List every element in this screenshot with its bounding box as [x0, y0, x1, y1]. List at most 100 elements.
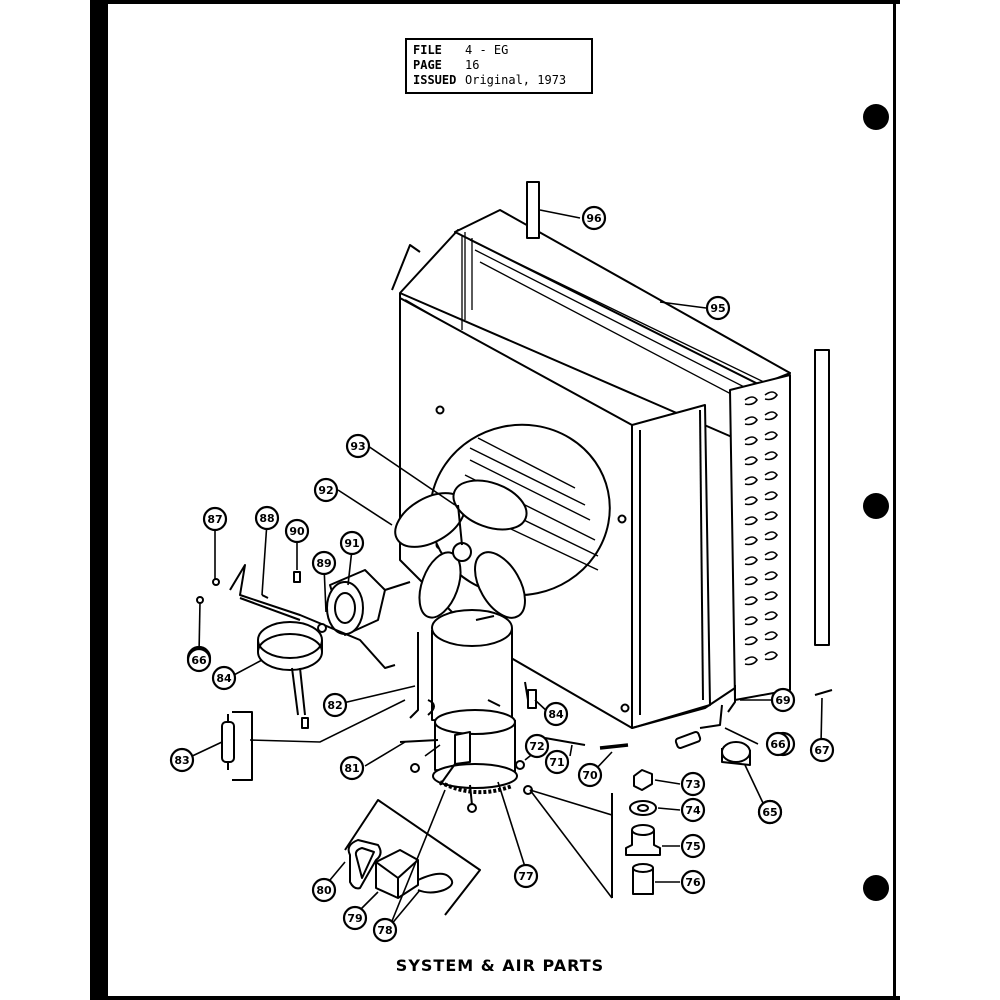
- page-border-right: [893, 0, 896, 1000]
- callout-number: 66: [191, 654, 207, 667]
- callout-circle: [311, 877, 337, 903]
- seal-strip-side: [814, 349, 830, 646]
- diagram-caption: SYSTEM & AIR PARTS: [395, 956, 605, 975]
- callout-circle: [680, 771, 706, 797]
- callout-66: 66: [186, 647, 212, 673]
- callout-number: 71: [549, 756, 564, 769]
- fan-blade: [394, 479, 528, 619]
- seal-strip-top: [526, 181, 540, 239]
- condenser-coil: [729, 374, 791, 701]
- callout-number: 65: [762, 806, 777, 819]
- callout-circle: [339, 530, 365, 556]
- file-value: 4 - EG: [465, 43, 509, 57]
- page-border-bottom: [90, 996, 900, 1000]
- callout-circle: [770, 687, 796, 713]
- file-info-box: FILE 4 - EG PAGE 16 ISSUED Original, 1973: [405, 38, 593, 94]
- callout-66-secondary: 66: [765, 731, 791, 757]
- binder-hole-icon: [863, 875, 889, 901]
- refrigerant-tubing: [524, 681, 833, 750]
- callout-92: 92: [313, 477, 339, 503]
- callout-81: 81: [339, 755, 365, 781]
- callout-layer: 9695939291908988878684838281807978777675…: [169, 205, 835, 943]
- callout-89: 89: [311, 550, 337, 576]
- callout-number: 70: [582, 769, 598, 782]
- callout-78: 78: [372, 917, 398, 943]
- callout-87: 87: [202, 506, 228, 532]
- callout-circle: [765, 731, 791, 757]
- callout-number: 67: [814, 744, 829, 757]
- callout-circle: [680, 797, 706, 823]
- callout-number: 91: [344, 537, 359, 550]
- callout-91: 91: [339, 530, 365, 556]
- callout-80: 80: [311, 877, 337, 903]
- callout-69: 69: [770, 687, 796, 713]
- page-label: PAGE: [413, 58, 442, 72]
- callout-circle: [284, 518, 310, 544]
- page-value: 16: [465, 58, 480, 72]
- issued-value: Original, 1973: [465, 73, 567, 87]
- callout-76: 76: [680, 869, 706, 895]
- callout-67: 67: [809, 737, 835, 763]
- callout-circle: [342, 905, 368, 931]
- callout-circle: [581, 205, 607, 231]
- callout-number: 83: [174, 754, 189, 767]
- callout-circle: [513, 863, 539, 889]
- callout-75: 75: [680, 833, 706, 859]
- callout-circle: [544, 749, 570, 775]
- callout-79: 79: [342, 905, 368, 931]
- callout-number: 84: [216, 672, 232, 685]
- callout-73: 73: [680, 771, 706, 797]
- callout-number: 73: [685, 778, 700, 791]
- issued-label: ISSUED: [413, 73, 457, 87]
- callout-number: 89: [316, 557, 331, 570]
- callout-90: 90: [284, 518, 310, 544]
- capacitor: [221, 711, 253, 781]
- callout-88: 88: [254, 505, 280, 531]
- pressure-control: [721, 741, 751, 766]
- callout-74: 74: [680, 797, 706, 823]
- callout-number: 82: [327, 699, 342, 712]
- callout-number: 92: [318, 484, 333, 497]
- callout-77: 77: [513, 863, 539, 889]
- callout-circle: [372, 917, 398, 943]
- callout-circle: [577, 762, 603, 788]
- callout-circle: [169, 747, 195, 773]
- callout-circle: [211, 665, 237, 691]
- callout-71: 71: [544, 749, 570, 775]
- callout-circle: [313, 477, 339, 503]
- callout-circle: [254, 505, 280, 531]
- callout-83: 83: [169, 747, 195, 773]
- mounting-hardware: [611, 769, 661, 898]
- compressor: [399, 609, 533, 813]
- callout-circle: [311, 550, 337, 576]
- file-label: FILE: [413, 43, 442, 57]
- callout-circle: [543, 701, 569, 727]
- callout-number: 96: [586, 212, 602, 225]
- callout-circle: [680, 833, 706, 859]
- binder-hole-icon: [863, 104, 889, 130]
- callout-circle: [345, 433, 371, 459]
- callout-number: 78: [377, 924, 392, 937]
- motor-mount-bracket: [229, 564, 396, 716]
- callout-number: 84: [548, 708, 564, 721]
- callout-circle: [186, 647, 212, 673]
- callout-84-secondary: 84: [543, 701, 569, 727]
- callout-circle: [705, 295, 731, 321]
- page-border-top: [90, 0, 900, 4]
- callout-93: 93: [345, 433, 371, 459]
- callout-circle: [322, 692, 348, 718]
- callout-number: 90: [289, 525, 305, 538]
- callout-circle: [809, 737, 835, 763]
- callout-number: 74: [685, 804, 701, 817]
- callout-number: 79: [347, 912, 362, 925]
- callout-number: 95: [710, 302, 725, 315]
- callout-circle: [339, 755, 365, 781]
- callout-70: 70: [577, 762, 603, 788]
- callout-number: 72: [529, 740, 544, 753]
- callout-number: 77: [518, 870, 533, 883]
- callout-82: 82: [322, 692, 348, 718]
- callout-number: 66: [770, 738, 786, 751]
- callout-number: 81: [344, 762, 359, 775]
